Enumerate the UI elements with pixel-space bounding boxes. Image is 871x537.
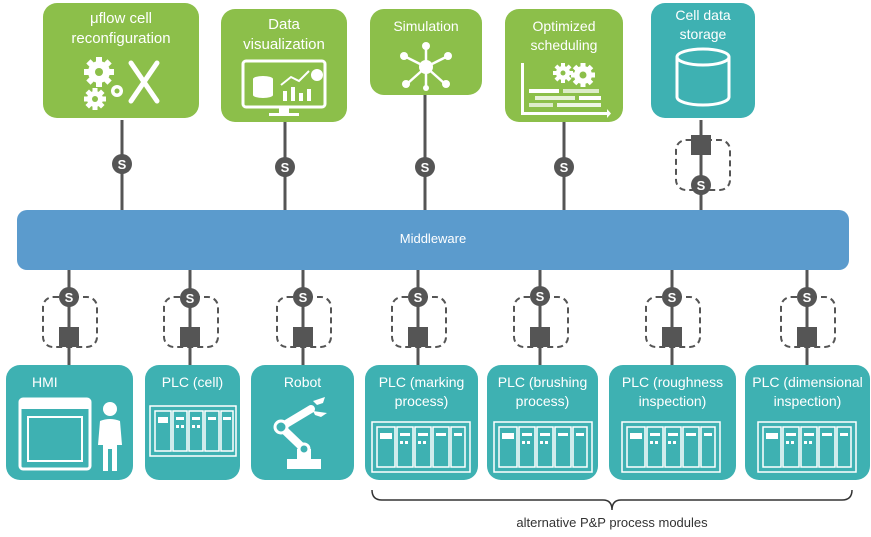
svg-text:S: S [697, 178, 706, 193]
module-label: Cell data storage [675, 7, 731, 42]
plc-rack-icon [493, 421, 593, 473]
svg-text:S: S [421, 160, 430, 175]
svg-text:S: S [803, 290, 812, 305]
svg-text:S: S [560, 160, 569, 175]
module-label: Data visualization [243, 16, 325, 53]
middleware-label: Middleware [399, 231, 467, 246]
module-label: PLC (dimensional inspection) [752, 374, 863, 409]
svg-text:S: S [186, 291, 195, 306]
svg-text:S: S [414, 290, 423, 305]
module-optimized-scheduling: Optimized scheduling [505, 9, 623, 122]
module-plc-cell: PLC (cell) [145, 365, 240, 480]
module-label: PLC (brushing process) [497, 374, 588, 409]
module-plc-marking: PLC (marking process) [365, 365, 478, 480]
module-label: HMI [32, 374, 58, 390]
service-marker: S [415, 157, 435, 177]
adapter-block [797, 327, 817, 347]
module-label: Optimized scheduling [530, 18, 598, 53]
adapter-block [293, 327, 313, 347]
module-plc-dimensional: PLC (dimensional inspection) [745, 365, 870, 480]
adapter-block [408, 327, 428, 347]
adapter-block [180, 327, 200, 347]
module-cell-data-storage: Cell data storage [651, 3, 755, 118]
plc-rack-icon [149, 405, 237, 457]
svg-text:S: S [668, 290, 677, 305]
middleware-bus: Middleware [17, 210, 849, 270]
module-robot: Robot [251, 365, 354, 480]
service-marker: S [691, 175, 711, 195]
service-marker: S [662, 287, 682, 307]
gears-tools-icon [84, 57, 160, 110]
plc-rack-icon [621, 421, 721, 473]
service-marker: S [275, 157, 295, 177]
database-cylinder-icon [675, 47, 731, 107]
plc-rack-icon [757, 421, 857, 473]
hmi-screen-person-icon [18, 397, 122, 471]
svg-text:S: S [281, 160, 290, 175]
module-label: PLC (marking process) [378, 374, 465, 409]
plc-rack-icon [371, 421, 471, 473]
dashboard-monitor-icon [241, 59, 327, 116]
network-hub-icon [400, 42, 452, 91]
adapter-block [59, 327, 79, 347]
service-marker: S [293, 287, 313, 307]
module-label: PLC (cell) [161, 374, 224, 390]
module-label: PLC (roughness inspection) [621, 374, 724, 409]
service-marker: S [554, 157, 574, 177]
service-marker: S [530, 286, 550, 306]
svg-text:S: S [118, 157, 127, 172]
module-hmi: HMI [6, 365, 133, 480]
process-modules-caption: alternative P&P process modules [516, 515, 708, 530]
gantt-gears-icon [521, 63, 611, 118]
adapter-block [662, 327, 682, 347]
module-plc-roughness: PLC (roughness inspection) [609, 365, 736, 480]
adapter-block [530, 327, 550, 347]
service-marker: S [59, 287, 79, 307]
adapter-block [691, 135, 711, 155]
process-modules-bracket [371, 489, 853, 511]
module-label: Robot [283, 374, 322, 390]
robot-arm-icon [273, 397, 327, 469]
module-simulation: Simulation [370, 9, 482, 95]
module-uflow-reconfiguration: μflow cell reconfiguration [43, 3, 199, 118]
service-marker: S [180, 288, 200, 308]
svg-text:S: S [65, 290, 74, 305]
svg-text:S: S [299, 290, 308, 305]
module-label: Simulation [393, 18, 459, 34]
module-data-visualization: Data visualization [221, 9, 347, 122]
module-plc-brushing: PLC (brushing process) [487, 365, 598, 480]
service-marker: S [112, 154, 132, 174]
module-label: μflow cell reconfiguration [71, 10, 171, 47]
service-marker: S [797, 287, 817, 307]
service-marker: S [408, 287, 428, 307]
svg-text:S: S [536, 289, 545, 304]
